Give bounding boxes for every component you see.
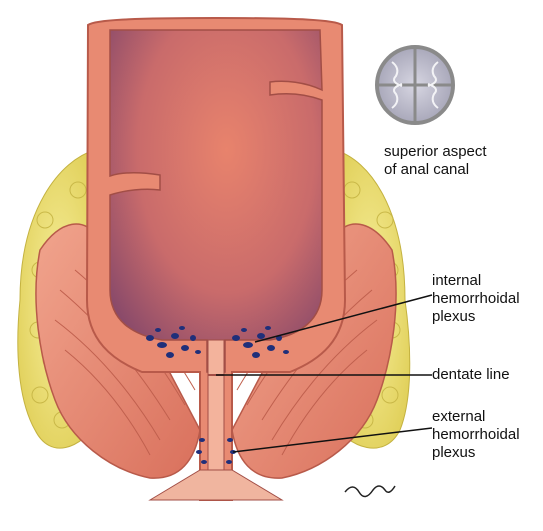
external-label-line2: hemorrhoidal (432, 426, 520, 443)
rectal-lumen (109, 29, 323, 373)
callout-line-internal (254, 294, 433, 343)
internal-label-line2: hemorrhoidal (432, 290, 520, 307)
external-hemorrhoidal-plexus-label: external hemorrhoidal plexus (432, 408, 542, 462)
inset-caption-line1: superior aspect (384, 143, 487, 160)
inset-caption: superior aspect of anal canal (384, 143, 534, 179)
internal-label-line1: internal (432, 272, 482, 289)
callout-line-external (232, 427, 433, 453)
external-label-line1: external (432, 408, 486, 425)
external-label-line3: plexus (432, 444, 476, 461)
inset-caption-line2: of anal canal (384, 161, 470, 178)
callout-lines (216, 294, 433, 453)
internal-label-line3: plexus (432, 308, 476, 325)
external-hemorrhoidal-plexus (196, 438, 236, 464)
internal-hemorrhoidal-plexus-left (146, 326, 201, 358)
dentate-label-line1: dentate line (432, 366, 510, 383)
internal-hemorrhoidal-plexus-label: internal hemorrhoidal plexus (432, 272, 542, 326)
artist-signature (344, 485, 396, 498)
inset-superior-aspect (375, 45, 455, 125)
dentate-line-label: dentate line (432, 366, 542, 384)
anal-canal (148, 339, 284, 501)
